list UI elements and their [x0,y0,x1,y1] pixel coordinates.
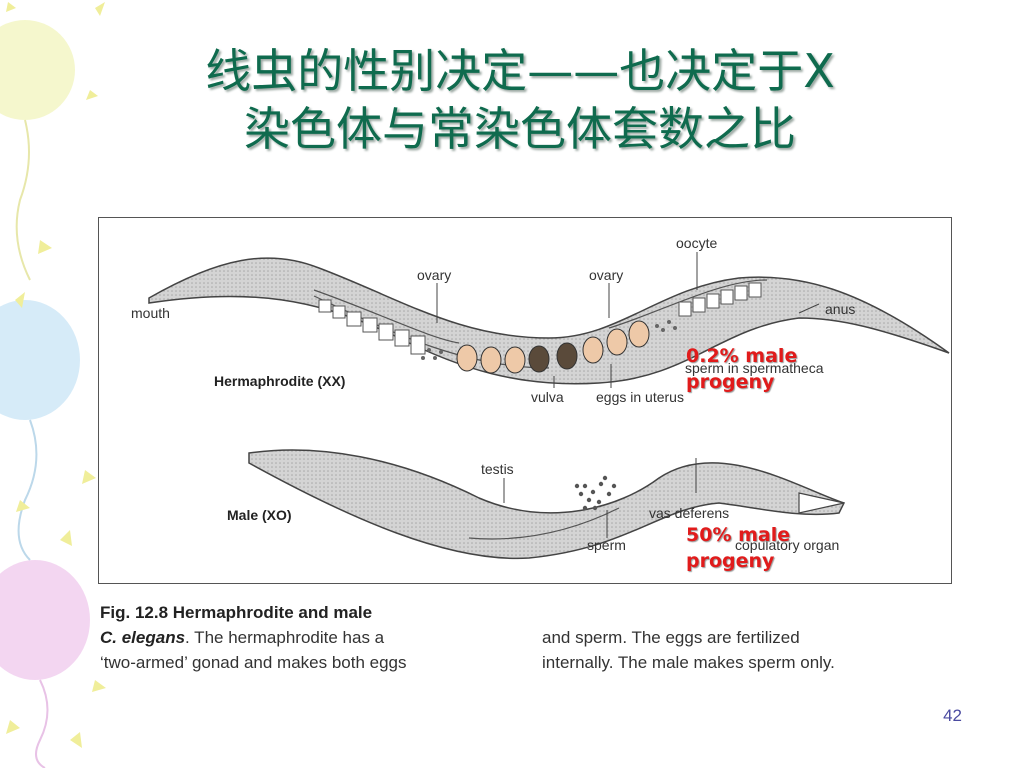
caption-line1: C. elegans. The hermaphrodite has a [100,625,520,650]
balloon-pink [0,560,90,768]
label-ovary-left: ovary [417,267,451,283]
caption-line2: ‘two-armed’ gonad and makes both eggs [100,653,407,672]
label-sperm-in-spermatheca: sperm in spermatheca [685,360,824,376]
label-testis: testis [481,461,514,477]
caption-right: and sperm. The eggs are fertilized inter… [542,625,962,675]
label-sperm: sperm [587,537,626,553]
page-number: 42 [943,706,962,725]
caption-species: C. elegans [100,628,186,647]
caption-title: Fig. 12.8 Hermaphrodite and male [100,603,373,622]
male-progeny-annotation: 50% male progeny [686,522,790,574]
ovary-cells-right [678,282,762,317]
herm-progeny-line1: 0.2% male [686,345,798,367]
label-copulatory-organ: copulatory organ [735,537,839,553]
decorative-balloons [0,2,106,768]
sperm-cluster-herm [421,320,677,360]
label-oocyte: oocyte [676,235,717,251]
male-leader-lines [503,458,697,538]
sperm-cluster-male [574,475,617,511]
caption-line3: and sperm. The eggs are fertilized [542,628,800,647]
caption-left: Fig. 12.8 Hermaphrodite and male C. eleg… [100,600,520,675]
hermaphrodite-worm: oocyte ovary ovary mouth anus Hermaphrod… [131,235,950,405]
slide-title: 线虫的性别决定——也决定于X 染色体与常染色体套数之比 [80,42,960,158]
eggs-in-uterus [456,320,650,374]
herm-progeny-line2: progeny [686,371,775,393]
label-ovary-right: ovary [589,267,623,283]
worm-diagram-svg: oocyte ovary ovary mouth anus Hermaphrod… [131,235,950,560]
label-vulva: vulva [531,389,564,405]
worm-diagram: oocyte ovary ovary mouth anus Hermaphrod… [98,217,952,584]
male-worm: testis Male (XO) vas deferens sperm copu… [227,449,846,560]
slide-title-line2: 染色体与常染色体套数之比 [244,102,796,156]
label-vas-deferens: vas deferens [649,505,729,521]
caption-text1: . The hermaphrodite has a [185,628,385,647]
herm-leader-lines [436,252,820,388]
herm-progeny-annotation: 0.2% male progeny [686,343,797,395]
label-mouth: mouth [131,305,170,321]
male-progeny-line1: 50% male [686,524,791,546]
label-anus: anus [825,301,855,317]
balloon-yellow [0,20,75,281]
confetti [6,2,106,748]
male-progeny-line2: progeny [686,550,775,572]
ovary-cells-left [318,299,426,355]
slide-title-line1: 线虫的性别决定——也决定于X [205,44,835,98]
label-eggs-in-uterus: eggs in uterus [596,389,684,405]
label-hermaphrodite: Hermaphrodite (XX) [214,373,345,389]
label-male: Male (XO) [227,507,292,523]
balloon-blue [0,300,80,561]
caption-line4: internally. The male makes sperm only. [542,653,835,672]
